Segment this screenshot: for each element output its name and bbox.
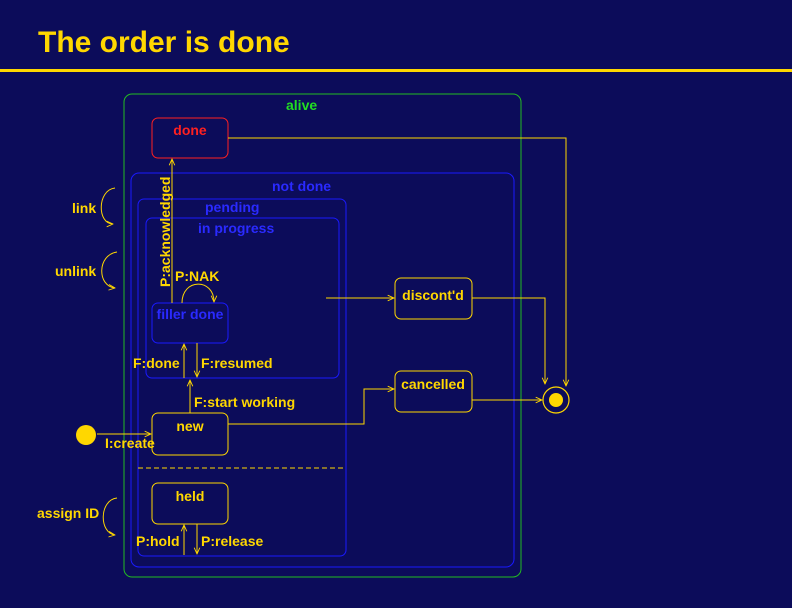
state-filler-done-label: filler done	[157, 306, 224, 322]
state-new-label: new	[176, 418, 203, 434]
state-held[interactable]	[151, 482, 229, 525]
state-filler-done[interactable]	[151, 302, 229, 344]
transition-unlink[interactable]	[101, 251, 118, 288]
transition-p-nak-label: P:NAK	[175, 268, 219, 284]
transition-assign-id-label: assign ID	[37, 505, 99, 521]
bottom-edge	[0, 608, 792, 612]
transition-p-acknowledged-label: P:acknowledged	[157, 177, 173, 287]
transition-link-label: link	[72, 200, 96, 216]
region-alive-label: alive	[286, 97, 317, 113]
final-state-ring[interactable]	[542, 386, 570, 414]
region-in-progress-label: in progress	[198, 220, 274, 236]
region-not-done-label: not done	[272, 178, 331, 194]
region-in-progress	[145, 217, 340, 379]
transition-done-to-final[interactable]	[228, 137, 566, 386]
transition-f-start-working-label: F:start working	[194, 394, 295, 410]
transition-link[interactable]	[100, 187, 116, 224]
region-pending-label: pending	[205, 199, 259, 215]
region-pending	[137, 198, 347, 557]
region-not-done	[130, 172, 515, 568]
title-underline	[0, 69, 792, 72]
transition-discontd-to-final[interactable]	[472, 297, 545, 384]
final-state-dot	[549, 393, 563, 407]
transition-p-release-label: P:release	[201, 533, 263, 549]
transition-p-nak[interactable]	[181, 283, 214, 304]
transition-i-create-label: I:create	[105, 435, 155, 451]
state-cancelled[interactable]	[394, 370, 473, 413]
page-title: The order is done	[38, 26, 290, 59]
transition-p-hold-label: P:hold	[136, 533, 180, 549]
state-discontd-label: discont'd	[402, 287, 464, 303]
transition-assign-id[interactable]	[102, 497, 118, 535]
initial-state-dot[interactable]	[76, 425, 96, 445]
transition-f-done-label: F:done	[133, 355, 180, 371]
state-done-label: done	[173, 122, 207, 138]
transition-to-cancelled[interactable]	[228, 389, 394, 425]
transition-unlink-label: unlink	[55, 263, 96, 279]
region-alive	[123, 93, 522, 578]
state-held-label: held	[176, 488, 205, 504]
transition-f-resumed-label: F:resumed	[201, 355, 273, 371]
state-cancelled-label: cancelled	[401, 376, 465, 392]
